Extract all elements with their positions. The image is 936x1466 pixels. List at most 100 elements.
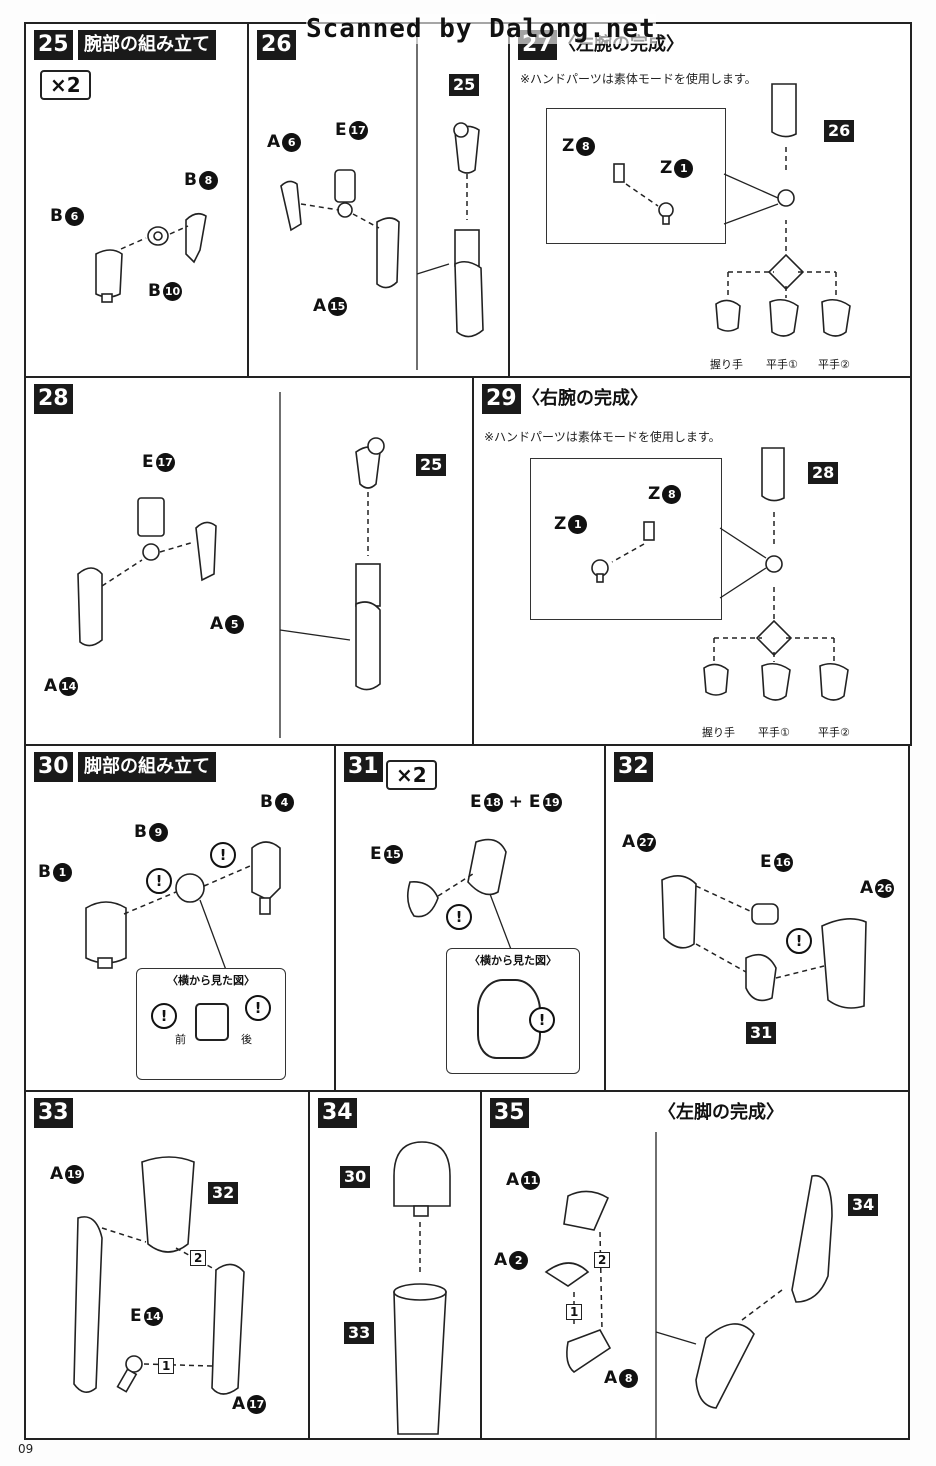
order-marker-2: 2 <box>190 1250 207 1266</box>
quantity-badge: ×2 <box>40 70 91 100</box>
hand-label-flat1: 平手① <box>766 358 798 371</box>
side-view-title: 〈横から見た図〉 <box>469 954 557 967</box>
watermark: Scanned by Dalong.net <box>306 14 656 44</box>
step-number: 31 <box>344 752 383 782</box>
parts-diagram <box>77 392 385 738</box>
quantity-badge: ×2 <box>386 760 437 790</box>
side-view-title: 〈横から見た図〉 <box>167 974 255 987</box>
hand-note: ※ハンドパーツは素体モードを使用します。 <box>484 430 721 444</box>
hand-label-flat2: 平手② <box>818 358 850 371</box>
parts-diagram <box>95 212 207 303</box>
step-title: 腕部の組み立て <box>78 30 216 60</box>
parts-diagram <box>544 1132 833 1438</box>
step-ref-31: 31 <box>746 1022 777 1044</box>
step-number: 35 <box>490 1098 529 1128</box>
step-title: 〈右腕の完成〉 <box>522 388 648 409</box>
step-ref-26: 26 <box>824 120 855 142</box>
caution-icon: ! <box>446 904 472 930</box>
step-ref-34: 34 <box>848 1194 879 1216</box>
parts-diagram <box>280 34 484 370</box>
caution-icon: ! <box>151 1003 177 1029</box>
step-ref-25: 25 <box>449 74 480 96</box>
parts-diagram <box>393 1141 451 1435</box>
step-ref-25: 25 <box>416 454 447 476</box>
step-number: 29 <box>482 384 521 414</box>
detail-frame <box>530 458 722 620</box>
front-label: 前 <box>175 1033 186 1046</box>
step-34-panel: 34 30 33 <box>308 1090 482 1440</box>
step-number: 28 <box>34 384 73 414</box>
page-number: 09 <box>18 1442 34 1456</box>
parts-diagram <box>613 83 851 337</box>
caution-icon: ! <box>529 1007 555 1033</box>
parts-diagram <box>661 875 867 1009</box>
caution-icon: ! <box>245 995 271 1021</box>
side-view-box: 〈横から見た図〉 ! ! 前 後 <box>136 968 286 1080</box>
back-label: 後 <box>241 1033 252 1046</box>
step-number: 25 <box>34 30 73 60</box>
parts-diagram <box>73 1156 245 1395</box>
hand-label-flat1: 平手① <box>758 726 790 739</box>
step-number: 34 <box>318 1098 357 1128</box>
hand-note: ※ハンドパーツは素体モードを使用します。 <box>520 72 757 86</box>
step-title: 脚部の組み立て <box>78 752 216 782</box>
parts-diagram <box>85 841 281 971</box>
hand-label-flat2: 平手② <box>818 726 850 739</box>
step-ref-33: 33 <box>344 1322 375 1344</box>
hand-label-grip: 握り手 <box>702 726 735 739</box>
step-number: 32 <box>614 752 653 782</box>
side-view-box: 〈横から見た図〉 ! <box>446 948 580 1074</box>
parts-diagram <box>591 447 849 701</box>
hand-label-grip: 握り手 <box>710 358 743 371</box>
caution-icon: ! <box>146 868 172 894</box>
joint-side-shape <box>195 1003 229 1041</box>
order-marker-1: 1 <box>566 1304 583 1320</box>
caution-icon: ! <box>210 842 236 868</box>
order-marker-2: 2 <box>594 1252 611 1268</box>
step-ref-30: 30 <box>340 1166 371 1188</box>
caution-icon: ! <box>786 928 812 954</box>
step-number: 30 <box>34 752 73 782</box>
step-ref-28: 28 <box>808 462 839 484</box>
order-marker-1: 1 <box>158 1358 175 1374</box>
step-number: 26 <box>257 30 296 60</box>
step-title: 〈左脚の完成〉 <box>658 1102 784 1123</box>
parts-diagram <box>406 838 513 953</box>
step-ref-32: 32 <box>208 1182 239 1204</box>
